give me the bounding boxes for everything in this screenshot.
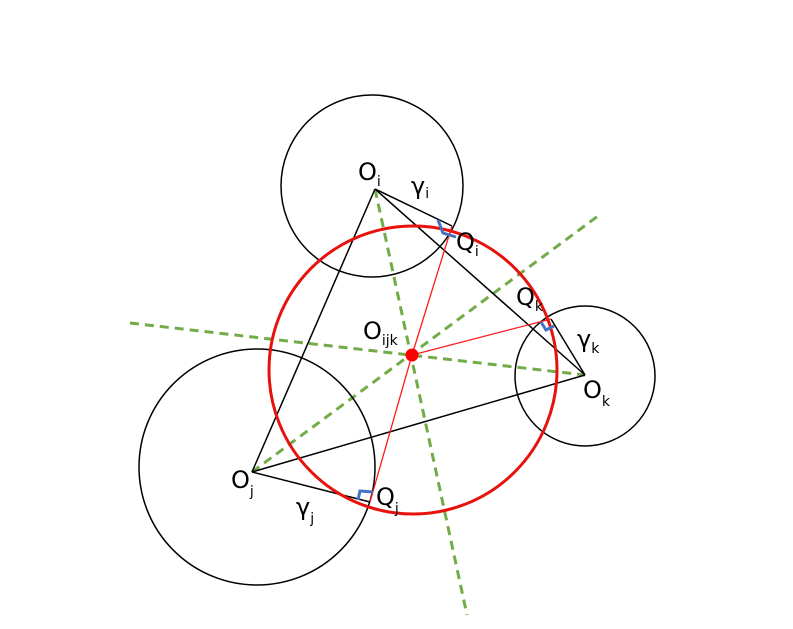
right-angle-markers <box>356 219 555 501</box>
orthogonal-radii <box>369 225 552 503</box>
label-gamma-j: γj <box>296 493 314 527</box>
circle-j <box>138 348 376 586</box>
segment-oi-oj <box>251 188 376 473</box>
tangent-oj-qj <box>251 471 371 503</box>
label-qk: Qk <box>516 283 544 315</box>
label-oj: Oj <box>231 466 254 500</box>
right-angle-qj <box>356 489 374 501</box>
radius-to-qi <box>411 225 453 356</box>
segment-oj-ok <box>251 374 586 473</box>
given-circles <box>138 94 656 586</box>
label-oi: Oi <box>358 158 381 190</box>
label-ok: Ok <box>583 376 611 410</box>
circle-k <box>514 305 656 447</box>
right-angle-qi <box>436 219 457 239</box>
labels: Oi γi Qi Qk Oijk γk Ok Oj γj Qj <box>231 158 611 527</box>
radius-to-qk <box>411 318 552 356</box>
radical-axis-jk <box>251 214 599 474</box>
label-qj: Qj <box>376 483 399 517</box>
radius-to-qj <box>369 354 413 503</box>
label-oijk: Oijk <box>363 317 399 349</box>
center-triangle <box>251 188 586 503</box>
radical-axis-ij <box>129 321 586 377</box>
radical-axes <box>129 188 599 616</box>
radical-center-point <box>405 348 419 362</box>
segment-oi-ok <box>374 188 586 376</box>
orthogonal-circle <box>267 224 559 516</box>
radical-axis-ik <box>373 188 469 616</box>
label-gamma-k: γk <box>577 325 600 357</box>
label-qi: Qi <box>456 228 479 260</box>
label-gamma-i: γi <box>411 172 429 202</box>
right-angle-qk <box>539 321 555 332</box>
tangent-ok-qk <box>550 318 586 376</box>
circle-i <box>280 94 464 278</box>
